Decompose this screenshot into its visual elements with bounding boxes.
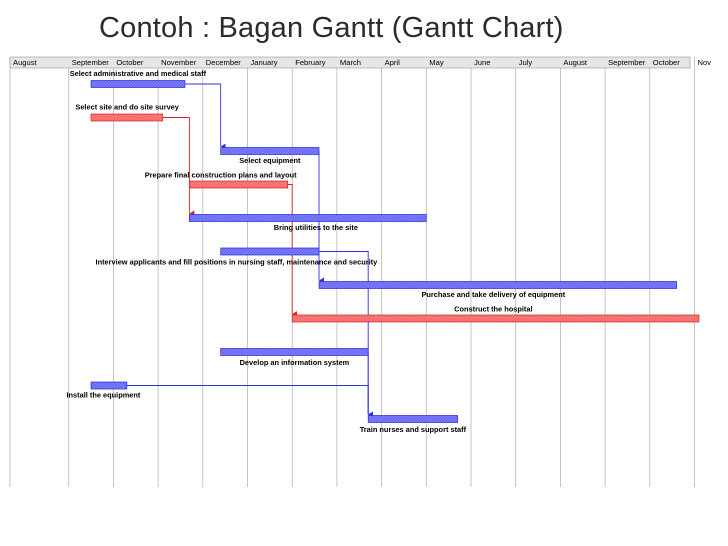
task-label: Install the equipment bbox=[66, 391, 140, 400]
task-label: Interview applicants and fill positions … bbox=[96, 258, 379, 267]
task-bar bbox=[220, 348, 369, 356]
task-label: Select administrative and medical staff bbox=[70, 69, 207, 78]
task-label: Purchase and take delivery of equipment bbox=[421, 290, 565, 299]
task-bar bbox=[90, 381, 128, 390]
dependency-link bbox=[287, 184, 298, 317]
month-label: April bbox=[385, 58, 401, 67]
month-label: October bbox=[116, 58, 143, 67]
month-label: October bbox=[653, 58, 680, 67]
task-bar bbox=[367, 415, 458, 423]
month-label: January bbox=[251, 58, 278, 67]
month-label: June bbox=[474, 58, 490, 67]
task-labels: Select administrative and medical staffS… bbox=[66, 69, 565, 434]
slide-title: Contoh : Bagan Gantt (Gantt Chart) bbox=[99, 12, 564, 44]
task-label: Construct the hospital bbox=[454, 305, 532, 314]
timeline-header: August September October November December Ja… bbox=[9, 56, 712, 69]
task-bar bbox=[220, 147, 320, 155]
task-bar bbox=[90, 80, 186, 88]
task-label: Bring utilities to the site bbox=[274, 223, 358, 232]
month-label: November bbox=[161, 58, 196, 67]
task-bar bbox=[220, 247, 320, 256]
month-label: Nov bbox=[698, 58, 712, 67]
dependency-link bbox=[184, 83, 226, 150]
month-label: May bbox=[429, 58, 444, 67]
task-label: Select equipment bbox=[239, 156, 301, 165]
month-label: July bbox=[519, 58, 533, 67]
task-bar bbox=[189, 214, 427, 222]
task-bar bbox=[318, 281, 677, 289]
task-label: Train nurses and support staff bbox=[360, 425, 467, 434]
month-label: March bbox=[340, 58, 361, 67]
task-label: Develop an information system bbox=[240, 358, 350, 367]
task-bar bbox=[90, 113, 163, 122]
header-background bbox=[9, 56, 691, 69]
task-bar bbox=[189, 180, 289, 189]
month-label: December bbox=[206, 58, 241, 67]
task-label: Prepare final construction plans and lay… bbox=[145, 171, 297, 180]
task-bars bbox=[90, 80, 700, 423]
month-label: February bbox=[295, 58, 326, 67]
dependency-link bbox=[162, 117, 195, 217]
month-label: September bbox=[72, 58, 110, 67]
dependency-link bbox=[319, 251, 374, 418]
month-label: August bbox=[13, 58, 38, 67]
task-bar bbox=[291, 314, 700, 323]
task-label: Select site and do site survey bbox=[75, 103, 179, 112]
month-label: September bbox=[608, 58, 646, 67]
month-label: August bbox=[563, 58, 588, 67]
dependency-link bbox=[126, 385, 374, 418]
